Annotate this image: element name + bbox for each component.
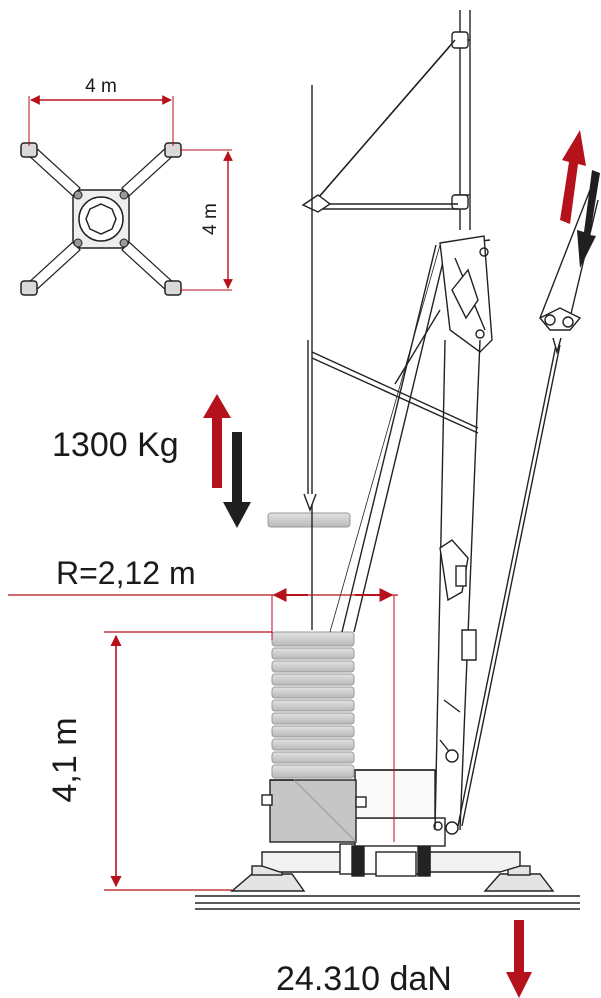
jib-column — [434, 339, 481, 835]
crane-elevation — [195, 10, 599, 910]
cable-down-arrow — [577, 170, 600, 268]
ground-force-label: 24.310 daN — [276, 960, 452, 998]
load-down-arrow — [223, 432, 251, 528]
radius-label: R=2,12 m — [56, 555, 196, 591]
cable-up-arrow — [560, 130, 586, 224]
radius-dimension — [8, 588, 398, 842]
counterweight-base — [261, 779, 367, 843]
load-arrows — [203, 130, 600, 998]
middle-ties — [311, 309, 479, 434]
upper-ties — [301, 39, 458, 213]
base-width-label: 4 m — [85, 76, 117, 97]
central-hub — [72, 189, 130, 249]
suspended-plate — [267, 512, 351, 528]
load-up-arrow — [203, 394, 231, 488]
long-guide — [329, 244, 441, 633]
outrigger-feet — [230, 865, 555, 892]
boom-cable — [457, 189, 599, 827]
base-depth-label: 4 m — [200, 203, 221, 235]
mast — [451, 10, 471, 230]
height-dimension — [104, 631, 272, 891]
ground-force-arrow — [506, 920, 532, 998]
height-label: 4,1 m — [46, 717, 84, 802]
load-label: 1300 Kg — [52, 426, 179, 464]
depth-dimension — [180, 149, 233, 291]
counterweight-stack — [271, 631, 355, 779]
boom — [341, 235, 493, 633]
width-dimension — [28, 95, 174, 146]
superstructure — [354, 769, 446, 847]
ground-line — [195, 895, 580, 910]
crane-base — [261, 843, 521, 877]
base-plan-view: 4 m 4 m — [20, 76, 233, 296]
outrigger-arms — [26, 145, 176, 293]
